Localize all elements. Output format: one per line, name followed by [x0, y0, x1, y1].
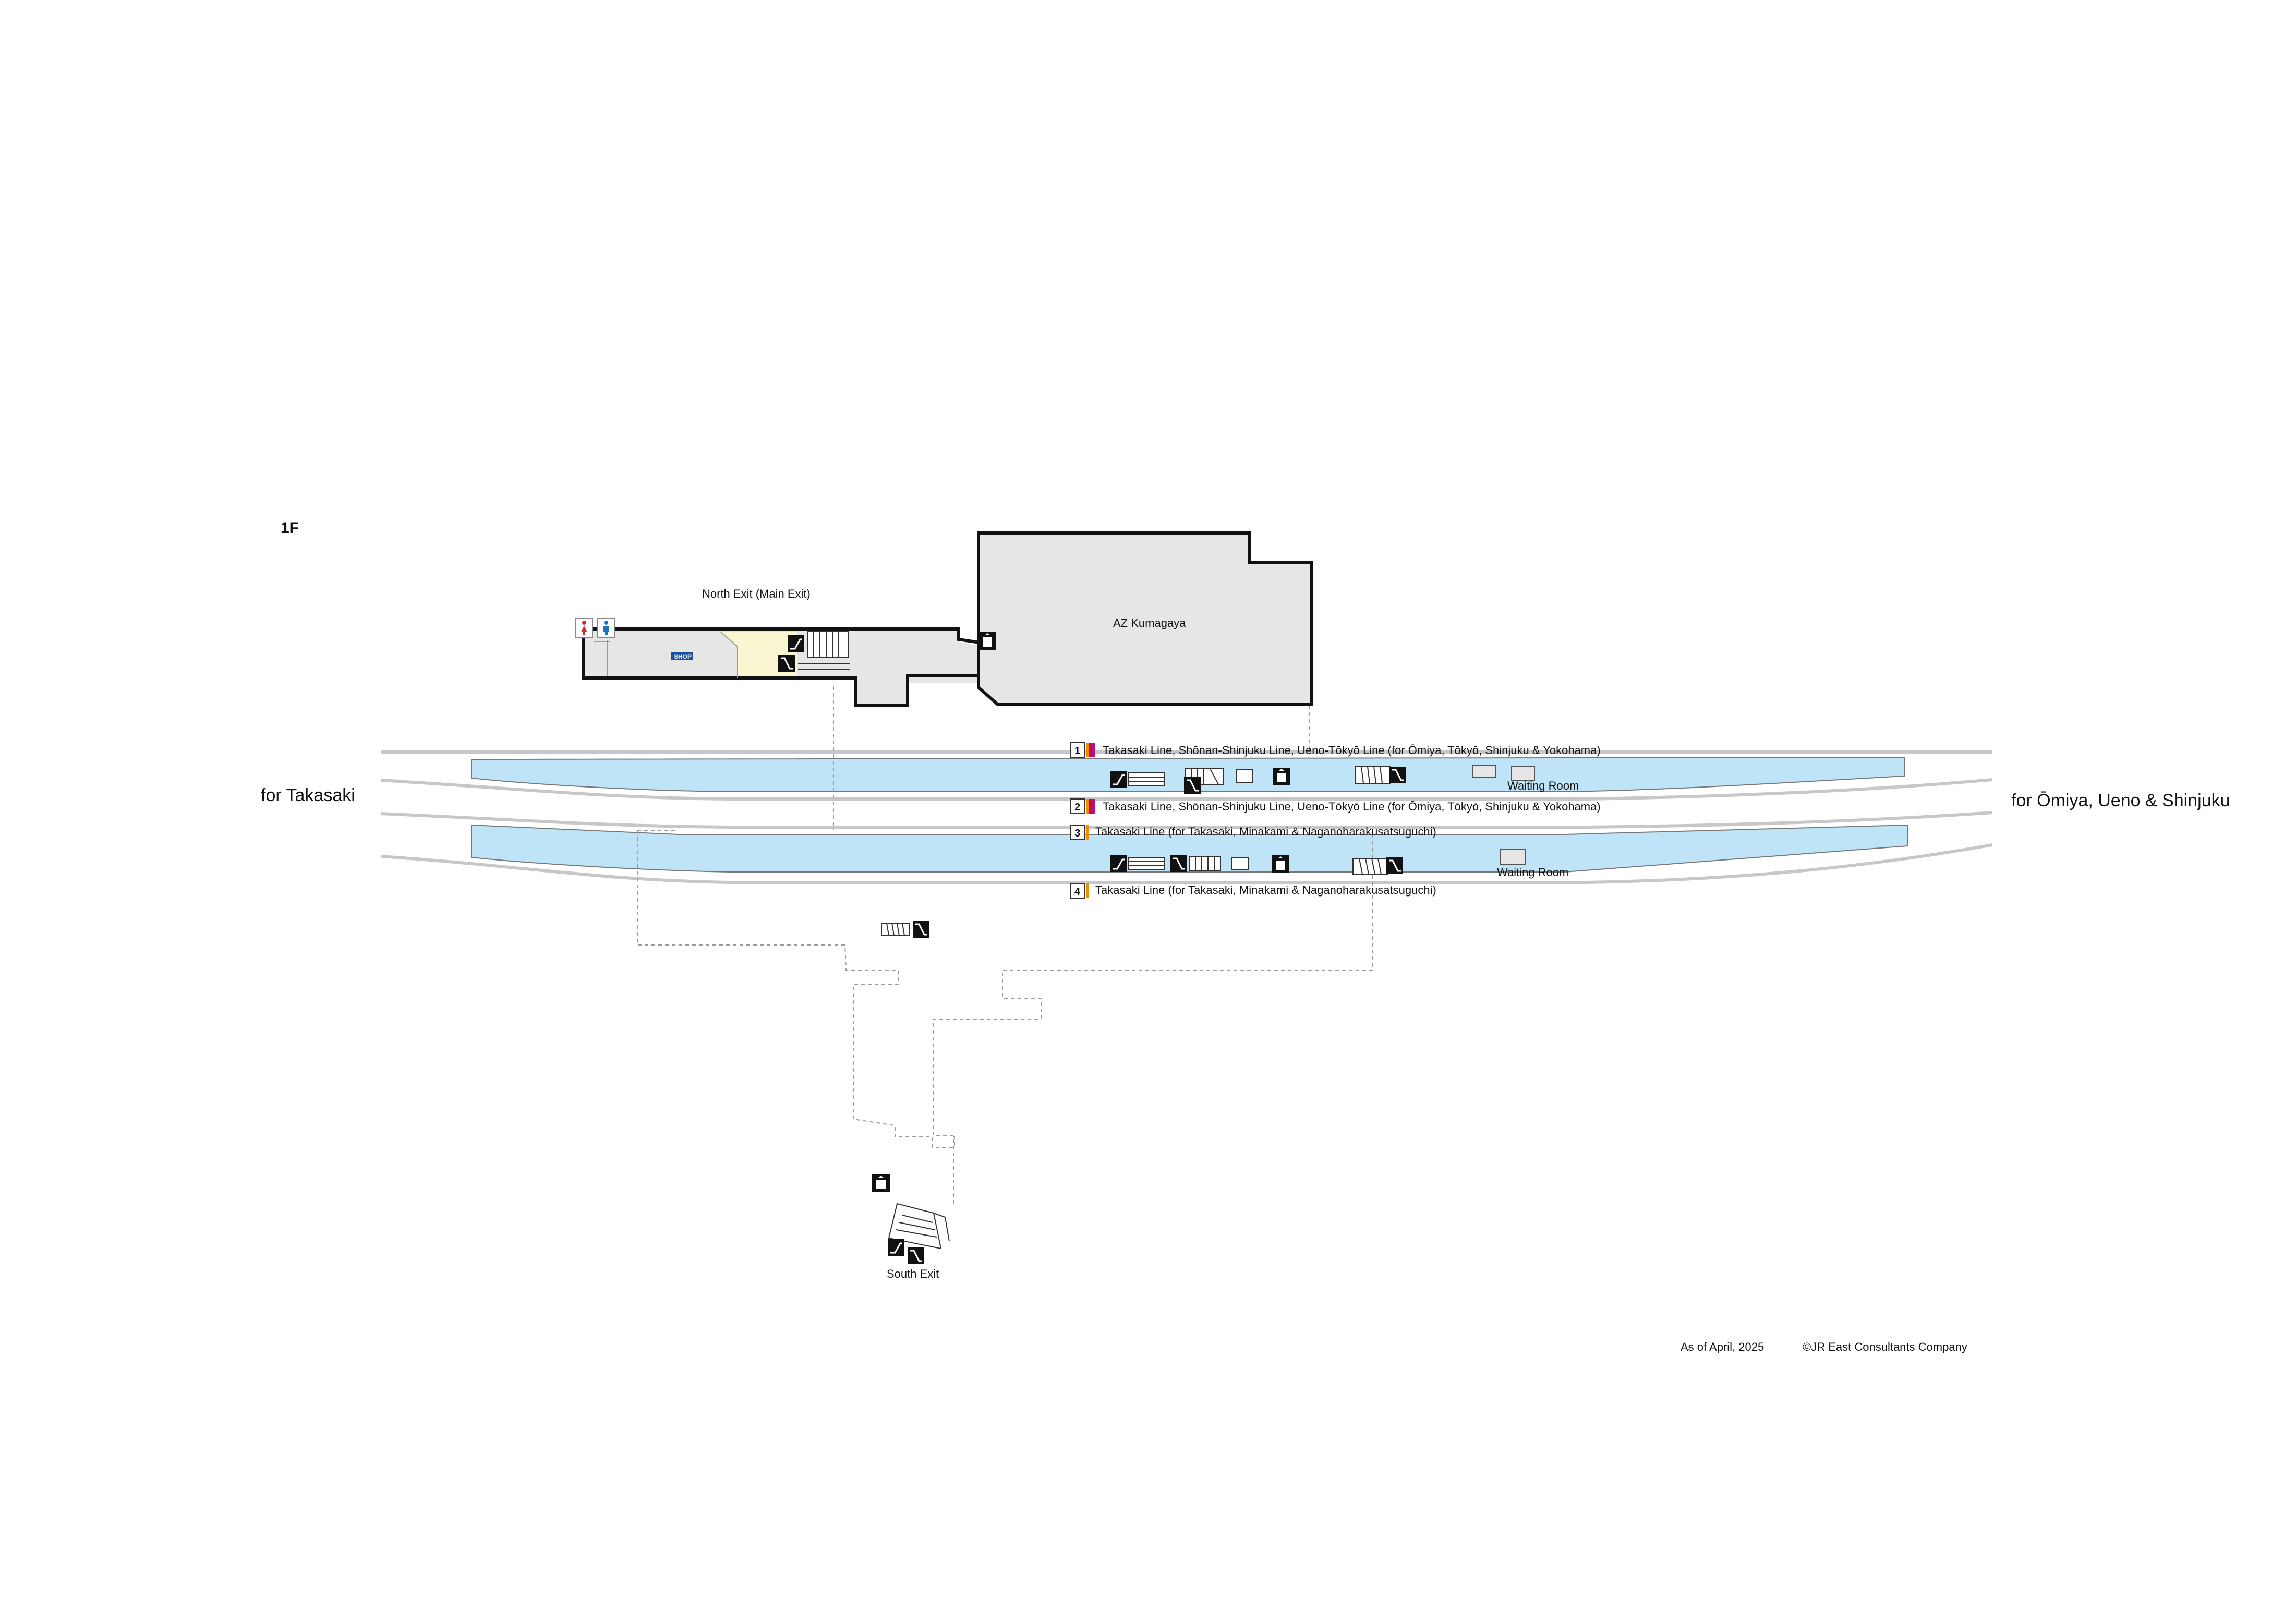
stairs-icon: [1355, 766, 1391, 784]
svg-text:4: 4: [1074, 886, 1081, 898]
escalator-up-icon: [1110, 855, 1127, 872]
stairs-icon: [1352, 858, 1388, 875]
svg-text:Takasaki Line (for Takasaki, M: Takasaki Line (for Takasaki, Minakami & …: [1095, 825, 1436, 838]
svg-text:Takasaki Line (for Takasaki, M: Takasaki Line (for Takasaki, Minakami & …: [1095, 883, 1436, 897]
track-label-4: 4 Takasaki Line (for Takasaki, Minakami …: [1070, 883, 1436, 899]
rail-3: [380, 811, 1993, 829]
rail-2: [380, 778, 1993, 801]
floor-label: 1F: [281, 519, 299, 537]
svg-text:Takasaki Line, Shōnan-Shinjuku: Takasaki Line, Shōnan-Shinjuku Line, Uen…: [1103, 800, 1601, 813]
escalator-down-icon: [778, 655, 795, 672]
track-label-1: 1 Takasaki Line, Shōnan-Shinjuku Line, U…: [1070, 742, 1601, 758]
stairs-icon: [1128, 857, 1165, 870]
direction-east: for Ōmiya, Ueno & Shinjuku: [2011, 791, 2230, 810]
escalator-up-icon: [888, 1239, 904, 1256]
elevator-icon: [872, 1174, 890, 1192]
elevator-icon: [978, 632, 996, 650]
track-label-3: 3 Takasaki Line (for Takasaki, Minakami …: [1070, 825, 1436, 840]
stairs-icon: [1189, 856, 1221, 871]
footer-date: As of April, 2025: [1681, 1340, 1764, 1353]
waiting-room-label: Waiting Room: [1497, 866, 1568, 879]
rail-4: [380, 843, 1993, 884]
svg-text:SHOP: SHOP: [674, 653, 692, 660]
footer-copyright: ©JR East Consultants Company: [1803, 1340, 1967, 1353]
north-exit-label: North Exit (Main Exit): [702, 587, 811, 600]
platform-1-2-facilities: Waiting Room: [1110, 765, 1579, 794]
elevator-icon: [1272, 855, 1289, 873]
escalator-down-icon: [1386, 857, 1403, 874]
escalator-down-icon: [913, 921, 929, 938]
waiting-room-label: Waiting Room: [1507, 779, 1579, 792]
waiting-room: [1511, 766, 1535, 781]
track-label-2: 2 Takasaki Line, Shōnan-Shinjuku Line, U…: [1070, 798, 1601, 814]
south-exit-stairs: [888, 1203, 950, 1250]
waiting-room: [1500, 849, 1526, 865]
stairs-icon: [798, 631, 850, 670]
escalator-down-icon: [1170, 855, 1187, 872]
elevator-icon: [1273, 768, 1290, 785]
svg-text:3: 3: [1074, 828, 1080, 839]
svg-text:Takasaki Line, Shōnan-Shinjuku: Takasaki Line, Shōnan-Shinjuku Line, Uen…: [1103, 744, 1601, 757]
escalator-down-icon: [908, 1247, 924, 1264]
escalator-up-icon: [788, 635, 804, 652]
escalator-down-icon: [1184, 777, 1201, 794]
direction-west: for Takasaki: [261, 785, 355, 805]
south-exit-label: South Exit: [887, 1267, 939, 1280]
shop-badge: SHOP: [671, 652, 693, 660]
stairs-icon: [881, 923, 910, 936]
toilet-male-icon: [597, 618, 615, 638]
stairs-icon: [1128, 772, 1165, 786]
bench: [1472, 765, 1496, 778]
bench: [1231, 857, 1249, 870]
az-kumagaya-building: AZ Kumagaya: [977, 531, 1313, 706]
svg-text:2: 2: [1074, 802, 1080, 813]
platform-3-4-facilities: Waiting Room: [1110, 849, 1568, 879]
tracks: [380, 750, 1993, 884]
building-label: AZ Kumagaya: [1113, 616, 1186, 629]
svg-text:1: 1: [1074, 745, 1080, 757]
passage-outlines: [637, 686, 1373, 1205]
toilet-female-icon: [575, 618, 593, 638]
bench: [1236, 769, 1253, 783]
stairs-icon: [1185, 768, 1224, 785]
escalator-down-icon: [1389, 767, 1406, 783]
escalator-up-icon: [1110, 771, 1127, 788]
